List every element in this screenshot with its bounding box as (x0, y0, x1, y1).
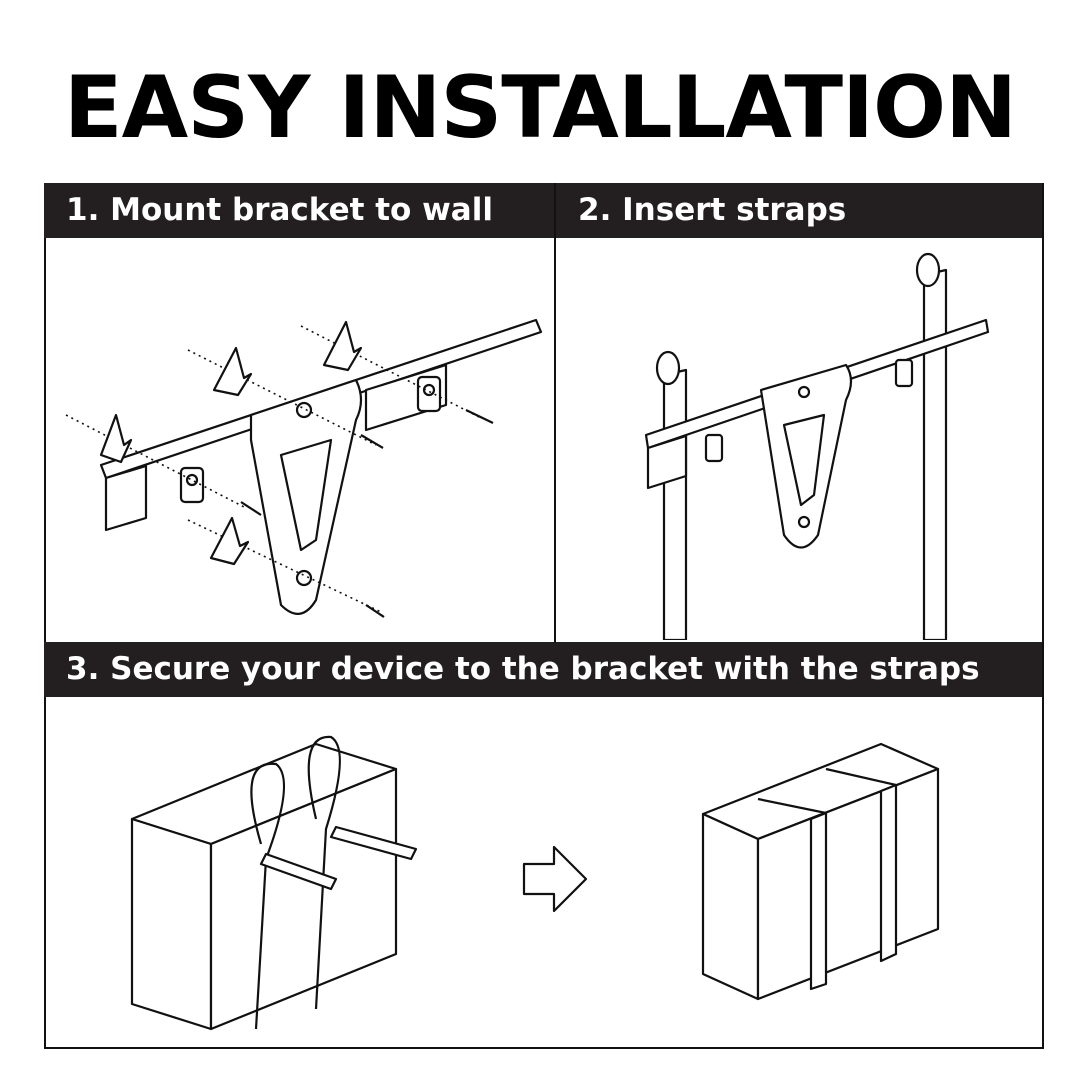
panel-divider (554, 183, 556, 643)
device-after (701, 742, 940, 1001)
anchor-icon (99, 413, 133, 464)
wall-anchors (65, 320, 482, 613)
strap-buckle-icon (655, 350, 681, 386)
step-3-header: 3. Secure your device to the bracket wit… (44, 642, 1042, 697)
step-2-header: 2. Insert straps (556, 183, 1042, 238)
page-title: EASY INSTALLATION (63, 58, 1017, 158)
secure-device-illustration (130, 735, 940, 1031)
anchor-icon (322, 320, 363, 372)
mount-bracket-illustration (65, 318, 543, 618)
screws (240, 409, 494, 618)
step-1-header: 1. Mount bracket to wall (44, 183, 554, 238)
anchor-icon (209, 516, 250, 566)
insert-straps-illustration (644, 252, 990, 640)
bracket (644, 318, 990, 549)
strap-buckle-icon (915, 252, 941, 288)
arrow-icon (522, 845, 588, 913)
device-before (130, 735, 418, 1031)
bracket (99, 318, 543, 615)
anchor-icon (212, 346, 253, 397)
